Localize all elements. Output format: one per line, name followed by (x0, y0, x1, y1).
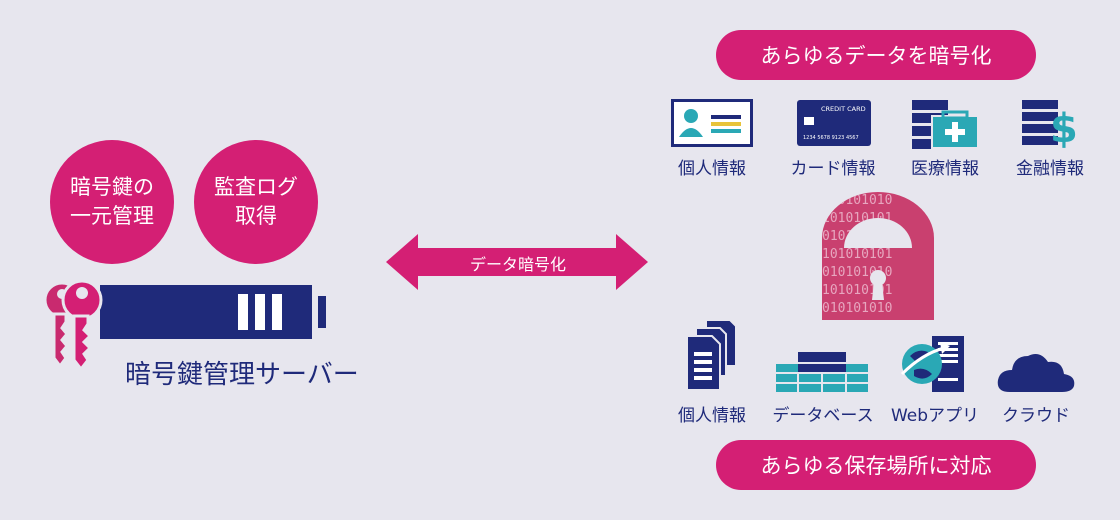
svg-text:010101010: 010101010 (822, 301, 892, 316)
storage-item-cloud: クラウド (1002, 406, 1070, 426)
storage-item-personal-info: 個人情報 (678, 406, 746, 426)
credit-card-title: CREDIT CARD (821, 105, 866, 113)
finance-icon: $ (1022, 100, 1078, 150)
key-icon-front (61, 279, 103, 372)
svg-text:$: $ (1050, 106, 1078, 150)
cloud-icon (997, 354, 1075, 392)
data-item-personal-info: 個人情報 (678, 159, 746, 179)
documents-icon (686, 319, 737, 391)
storage-item-database: データベース (772, 406, 874, 426)
key-server-graphic (43, 279, 326, 372)
data-item-financial-info: 金融情報 (1016, 159, 1084, 179)
storage-item-web-app: Webアプリ (890, 406, 980, 426)
key-management-server-label: 暗号鍵管理サーバー (125, 360, 359, 390)
all-storage-support-pill: あらゆる保存場所に対応 (716, 440, 1036, 490)
credit-card-number: 1234 5678 9123 4567 (803, 135, 859, 141)
feature-circle-central-key-management: 暗号鍵の 一元管理 (50, 140, 174, 264)
svg-text:010101010: 010101010 (822, 193, 892, 208)
database-icon (776, 352, 868, 392)
id-card-icon (671, 99, 753, 147)
all-data-encryption-pill: あらゆるデータを暗号化 (716, 30, 1036, 80)
data-item-card-info: カード情報 (790, 159, 876, 179)
svg-text:101010101: 101010101 (822, 247, 892, 262)
medical-record-icon (912, 100, 979, 149)
data-encryption-arrow-label: データ暗号化 (469, 255, 566, 274)
double-arrow (386, 234, 648, 290)
credit-card-icon: CREDIT CARD 1234 5678 9123 4567 (797, 100, 871, 146)
feature-circle-audit-log: 監査ログ 取得 (194, 140, 318, 264)
web-app-icon (900, 336, 964, 392)
data-item-medical-info: 医療情報 (911, 159, 979, 179)
lock-icon: 010101010 101010101 010101010 101010101 … (822, 192, 934, 320)
